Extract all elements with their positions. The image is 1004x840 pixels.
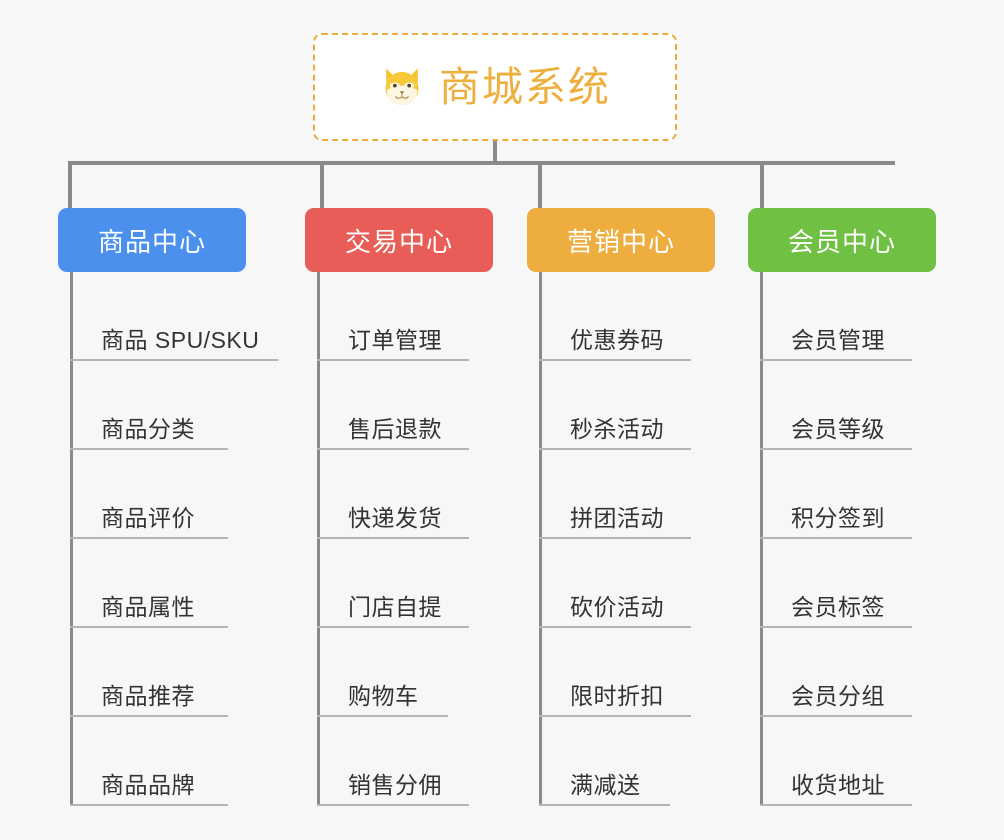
branch-column-product: 商品中心 商品 SPU/SKU 商品分类 商品评价 商品属性 商品推荐 商品品牌 [58, 208, 279, 806]
branch-header-marketing[interactable]: 营销中心 [527, 208, 715, 272]
leaf-item-label: 砍价活动 [570, 594, 664, 620]
shiba-dog-face-icon [385, 68, 419, 107]
leaf-item[interactable]: 商品分类 [69, 361, 259, 450]
branch-header-label: 交易中心 [344, 226, 453, 257]
leaf-item[interactable]: 积分签到 [760, 450, 936, 539]
branch-column-trade: 交易中心 订单管理 售后退款 快递发货 门店自提 购物车 销售分佣 [305, 208, 493, 806]
root-title: 商城系统 [439, 63, 611, 110]
leaf-item[interactable]: 会员标签 [760, 539, 936, 628]
leaf-item[interactable]: 优惠券码 [539, 272, 715, 361]
leaf-item[interactable]: 收货地址 [760, 717, 936, 806]
leaf-item-label: 商品属性 [101, 594, 195, 620]
branch-leaf-list-marketing: 优惠券码 秒杀活动 拼团活动 砍价活动 限时折扣 满减送 [539, 272, 715, 806]
branch-header-trade[interactable]: 交易中心 [305, 208, 493, 272]
leaf-item[interactable]: 会员分组 [760, 628, 936, 717]
branch-leaf-list-trade: 订单管理 售后退款 快递发货 门店自提 购物车 销售分佣 [317, 272, 493, 806]
leaf-item-label: 优惠券码 [570, 327, 664, 353]
leaf-item[interactable]: 销售分佣 [317, 717, 493, 806]
leaf-item[interactable]: 商品品牌 [69, 717, 259, 806]
leaf-item-label: 商品品牌 [101, 772, 195, 798]
leaf-item-label: 拼团活动 [570, 505, 664, 531]
leaf-item[interactable]: 商品评价 [69, 450, 259, 539]
leaf-item-label: 销售分佣 [348, 772, 442, 798]
leaf-item[interactable]: 快递发货 [317, 450, 493, 539]
leaf-item-label: 会员标签 [791, 594, 885, 620]
leaf-item-label: 购物车 [348, 683, 419, 709]
leaf-item[interactable]: 商品推荐 [69, 628, 259, 717]
branch-column-marketing: 营销中心 优惠券码 秒杀活动 拼团活动 砍价活动 限时折扣 满减送 [527, 208, 715, 806]
leaf-item[interactable]: 门店自提 [317, 539, 493, 628]
branch-header-label: 商品中心 [97, 226, 206, 257]
branch-header-product[interactable]: 商品中心 [58, 208, 246, 272]
branch-header-label: 会员中心 [787, 226, 896, 257]
leaf-item-label: 会员管理 [791, 327, 885, 353]
leaf-item[interactable]: 售后退款 [317, 361, 493, 450]
leaf-item[interactable]: 砍价活动 [539, 539, 715, 628]
leaf-item-label: 订单管理 [348, 327, 442, 353]
leaf-item-label: 门店自提 [348, 594, 442, 620]
leaf-item[interactable]: 商品属性 [69, 539, 259, 628]
leaf-item-label: 会员分组 [791, 683, 885, 709]
leaf-item-label: 会员等级 [791, 416, 885, 442]
leaf-item-label: 快递发货 [348, 505, 442, 531]
connector-drop-3 [538, 161, 542, 209]
leaf-item[interactable]: 购物车 [317, 628, 493, 717]
connector-drop-1 [68, 161, 72, 209]
connector-drop-2 [320, 161, 324, 209]
leaf-item-label: 商品评价 [101, 505, 195, 531]
connector-drop-4 [760, 161, 764, 209]
leaf-item-label: 秒杀活动 [570, 416, 664, 442]
leaf-item[interactable]: 拼团活动 [539, 450, 715, 539]
branch-leaf-list-product: 商品 SPU/SKU 商品分类 商品评价 商品属性 商品推荐 商品品牌 [69, 272, 279, 806]
branch-header-label: 营销中心 [566, 226, 675, 257]
leaf-item-label: 积分签到 [791, 505, 885, 531]
leaf-item[interactable]: 秒杀活动 [539, 361, 715, 450]
branch-header-member[interactable]: 会员中心 [748, 208, 936, 272]
branch-leaf-list-member: 会员管理 会员等级 积分签到 会员标签 会员分组 收货地址 [760, 272, 936, 806]
branch-column-member: 会员中心 会员管理 会员等级 积分签到 会员标签 会员分组 收货地址 [748, 208, 936, 806]
leaf-item-label: 收货地址 [791, 772, 885, 798]
leaf-item[interactable]: 会员管理 [760, 272, 936, 361]
root-node[interactable]: 商城系统 [313, 33, 677, 141]
leaf-item-label: 商品分类 [101, 416, 195, 442]
leaf-item-label: 售后退款 [348, 416, 442, 442]
connector-root-stem [493, 141, 497, 164]
leaf-item[interactable]: 订单管理 [317, 272, 493, 361]
leaf-item[interactable]: 会员等级 [760, 361, 936, 450]
leaf-item[interactable]: 限时折扣 [539, 628, 715, 717]
leaf-item-label: 商品推荐 [101, 683, 195, 709]
leaf-item[interactable]: 商品 SPU/SKU [69, 272, 279, 361]
leaf-item-label: 满减送 [570, 772, 641, 798]
leaf-item-label: 限时折扣 [570, 683, 664, 709]
leaf-item-label: 商品 SPU/SKU [101, 327, 260, 353]
connector-bus-bar [68, 161, 895, 165]
leaf-item[interactable]: 满减送 [539, 717, 715, 806]
